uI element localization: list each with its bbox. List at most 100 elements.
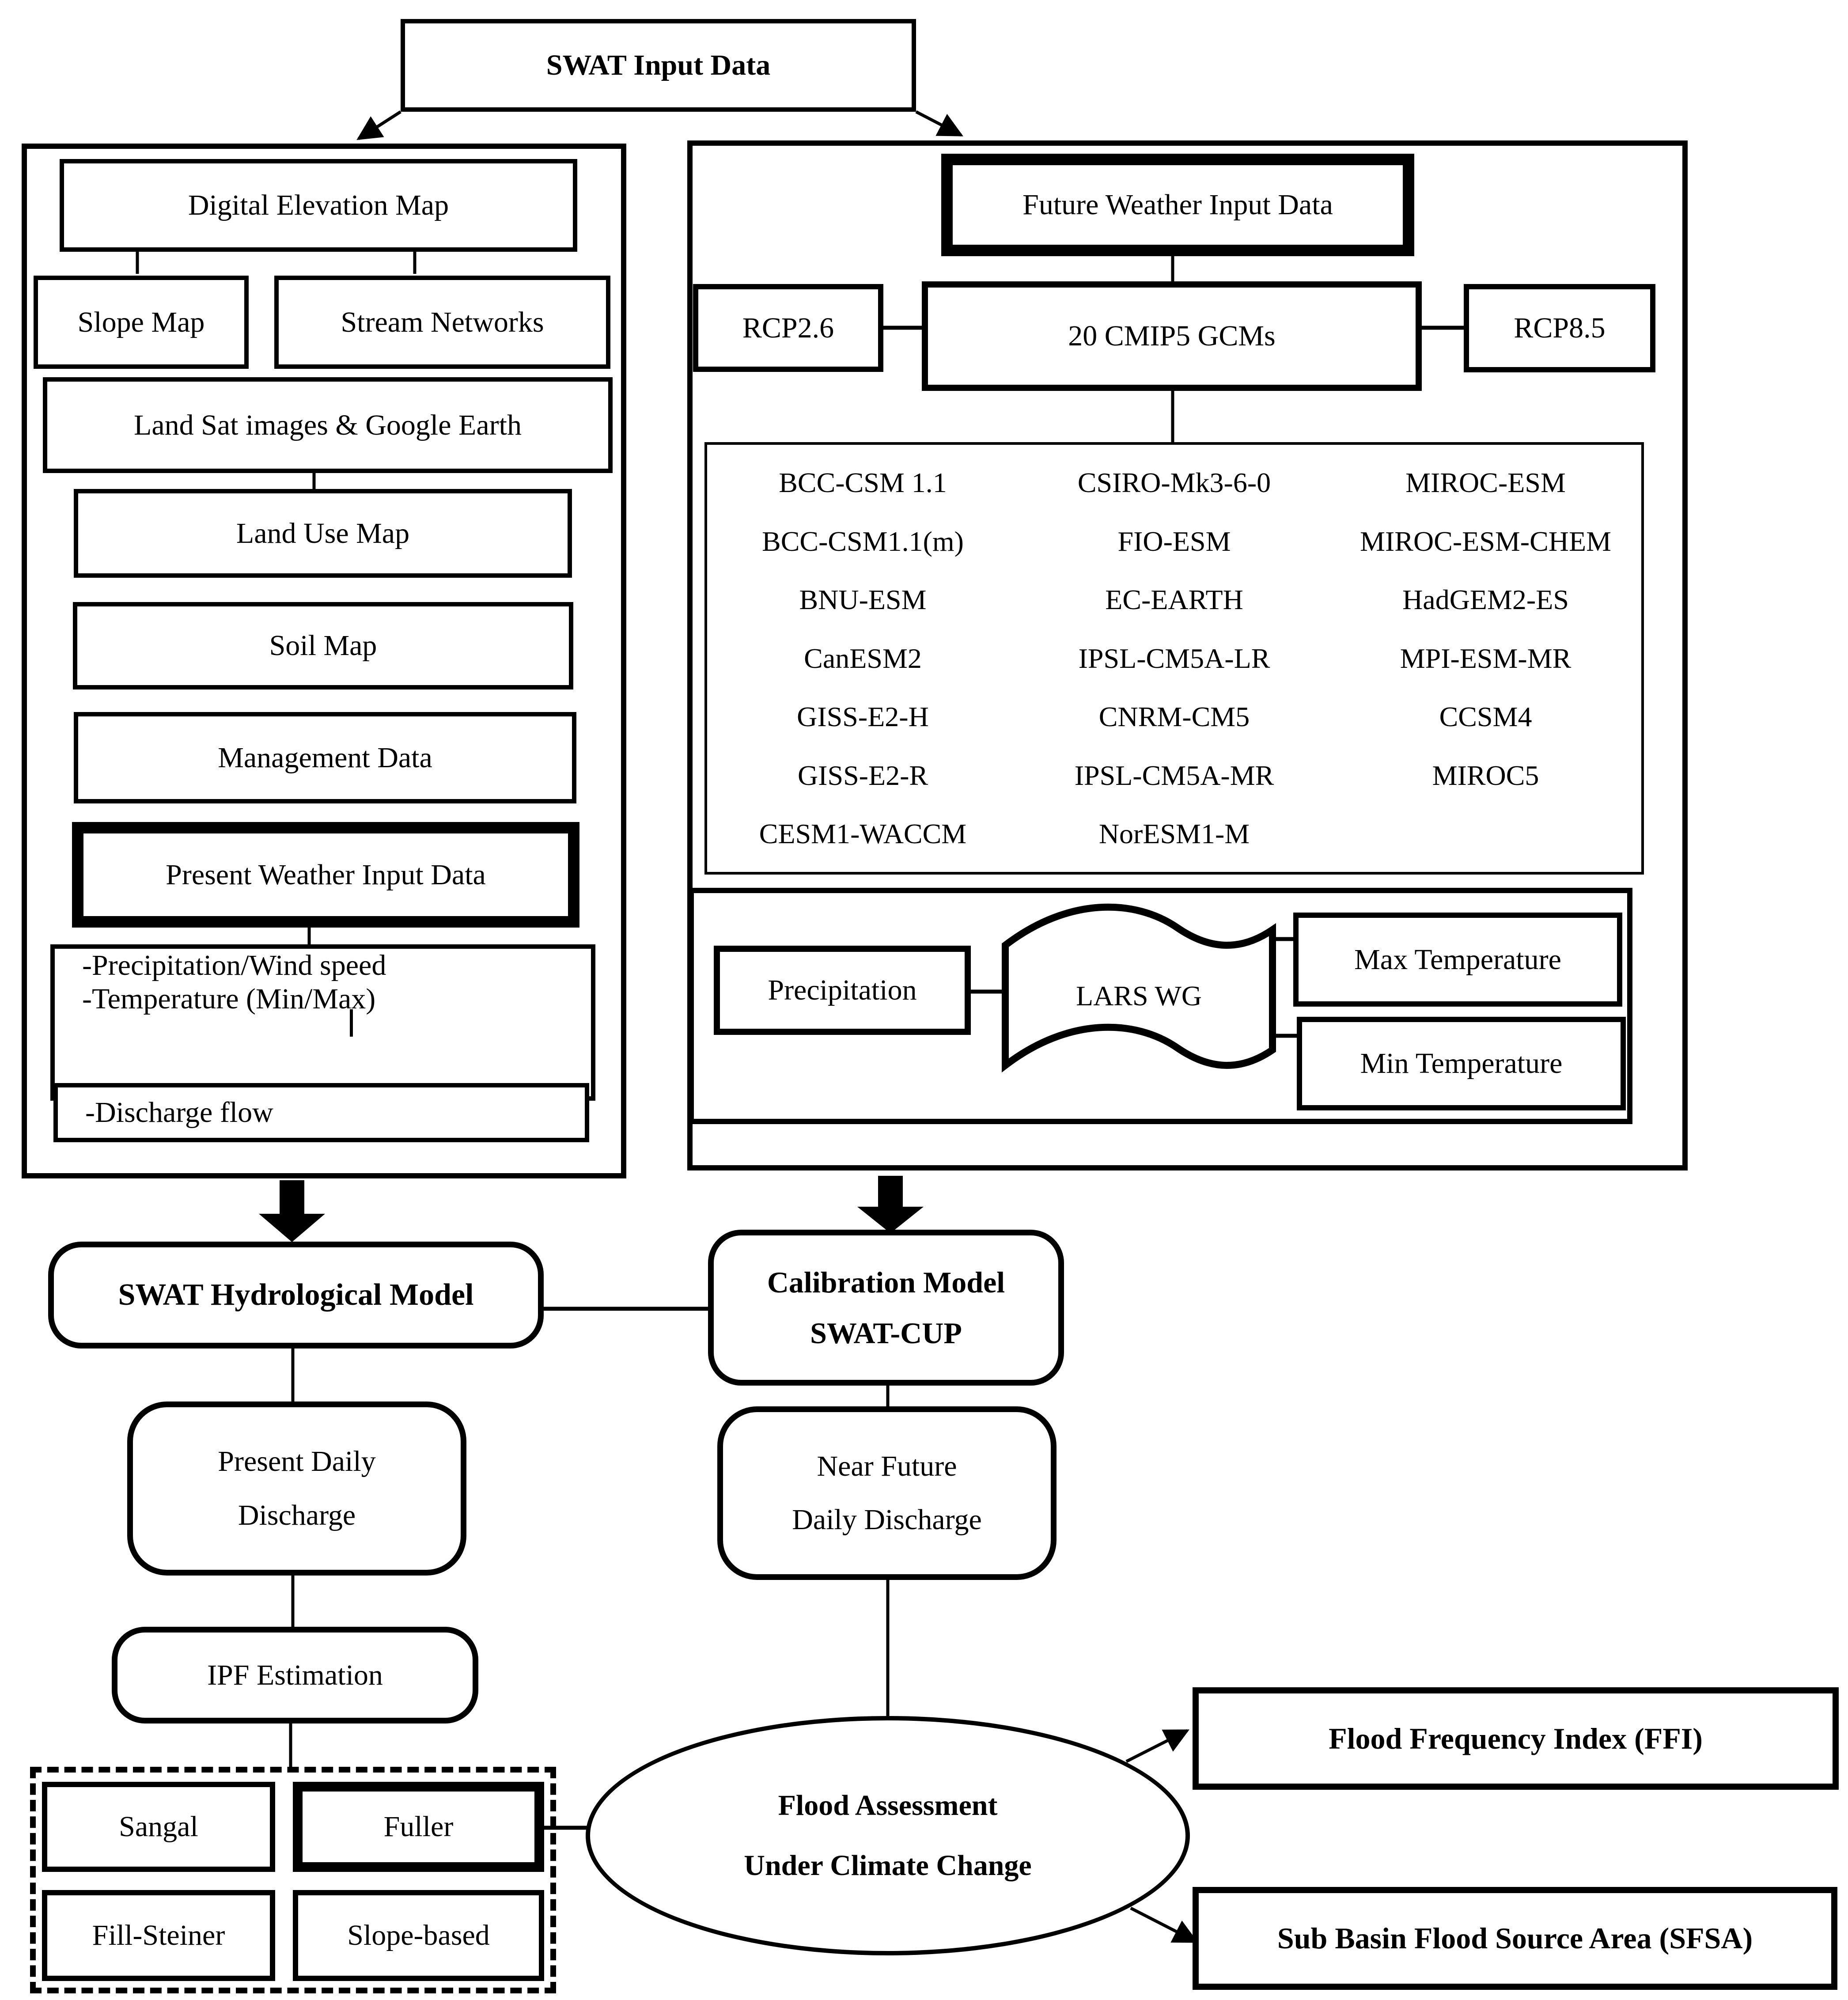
future-weather-box: Future Weather Input Data	[941, 154, 1414, 256]
gcm-item: BCC-CSM 1.1	[779, 467, 947, 499]
flood-assessment-ellipse: Flood Assessment Under Climate Change	[586, 1716, 1190, 1955]
fill-steiner-label: Fill-Steiner	[92, 1919, 225, 1952]
dem-label: Digital Elevation Map	[188, 189, 449, 222]
lars-section-container	[689, 888, 1632, 1124]
ipf-methods-container	[30, 1767, 556, 1993]
gcm-item: IPSL-CM5A-LR	[1078, 642, 1270, 674]
arrow-title-to-right-panel	[915, 110, 963, 137]
present-daily-label-line2: Discharge	[238, 1499, 356, 1531]
gcm-item: FIO-ESM	[1117, 525, 1231, 557]
near-future-discharge-box: Near Future Daily Discharge	[717, 1406, 1057, 1580]
land-use-label: Land Use Map	[236, 517, 410, 549]
stream-networks-box: Stream Networks	[274, 276, 610, 369]
land-use-box: Land Use Map	[74, 489, 572, 578]
landsat-label: Land Sat images & Google Earth	[134, 409, 522, 441]
gcm-item: BCC-CSM1.1(m)	[762, 525, 964, 557]
future-weather-label: Future Weather Input Data	[1022, 189, 1333, 221]
connector-wind-tick	[350, 1009, 353, 1037]
cmip-gcms-label: 20 CMIP5 GCMs	[1068, 320, 1276, 352]
slope-based-box: Slope-based	[293, 1890, 544, 1981]
lars-wg-flag-shape	[1002, 903, 1276, 1073]
block-arrow-right	[857, 1176, 924, 1233]
ffi-label: Flood Frequency Index (FFI)	[1329, 1721, 1703, 1755]
landsat-box: Land Sat images & Google Earth	[43, 377, 613, 473]
rcp26-box: RCP2.6	[693, 284, 883, 372]
gcm-item: MIROC5	[1432, 759, 1539, 791]
calibration-model-label-line1: Calibration Model	[767, 1265, 1005, 1299]
sfsa-label: Sub Basin Flood Source Area (SFSA)	[1277, 1921, 1753, 1955]
discharge-flow-label: -Discharge flow	[85, 1096, 273, 1129]
gcm-item: GISS-E2-H	[797, 701, 929, 733]
cmip-gcms-box: 20 CMIP5 GCMs	[922, 281, 1422, 391]
swat-hydrological-model-box: SWAT Hydrological Model	[48, 1242, 544, 1348]
flood-assessment-label-line2: Under Climate Change	[744, 1849, 1032, 1882]
gcm-list-box: BCC-CSM 1.1 CSIRO-Mk3-6-0 MIROC-ESM BCC-…	[704, 442, 1644, 875]
arrow-ellipse-to-sfsa	[1130, 1906, 1198, 1943]
lars-wg-label-wrap: LARS WG	[1014, 963, 1264, 1029]
weather-items-box: -Precipitation/Wind speed -Temperature (…	[50, 944, 595, 1101]
lars-wg-label: LARS WG	[1075, 980, 1202, 1011]
stream-networks-label: Stream Networks	[341, 306, 544, 338]
title-box-swat-input-data: SWAT Input Data	[401, 19, 916, 112]
sangal-box: Sangal	[42, 1782, 275, 1872]
max-temperature-label: Max Temperature	[1354, 943, 1561, 976]
gcm-item: GISS-E2-R	[797, 759, 928, 791]
gcm-item: CESM1-WACCM	[759, 818, 967, 849]
near-future-label-line1: Near Future	[817, 1450, 957, 1483]
near-future-label-line2: Daily Discharge	[792, 1504, 982, 1536]
present-weather-label: Present Weather Input Data	[166, 858, 486, 891]
gcm-item: MIROC-ESM-CHEM	[1360, 525, 1611, 557]
slope-map-box: Slope Map	[34, 276, 249, 369]
fill-steiner-box: Fill-Steiner	[42, 1890, 275, 1981]
calibration-model-label-line2: SWAT-CUP	[810, 1316, 962, 1350]
ipf-estimation-label: IPF Estimation	[207, 1659, 383, 1691]
min-temperature-box: Min Temperature	[1297, 1017, 1626, 1110]
rcp26-label: RCP2.6	[742, 311, 834, 344]
weather-item-precipitation-wind: -Precipitation/Wind speed	[82, 949, 386, 981]
swat-hydrological-model-label: SWAT Hydrological Model	[118, 1277, 474, 1312]
gcm-item: CCSM4	[1439, 701, 1532, 733]
gcm-item: NorESM1-M	[1098, 818, 1250, 849]
fuller-label: Fuller	[383, 1811, 454, 1843]
rcp85-box: RCP8.5	[1464, 284, 1655, 372]
flood-assessment-label-line1: Flood Assessment	[778, 1789, 998, 1822]
slope-map-label: Slope Map	[77, 306, 205, 338]
management-data-label: Management Data	[218, 741, 432, 774]
slope-based-label: Slope-based	[347, 1919, 490, 1952]
rcp85-label: RCP8.5	[1514, 312, 1606, 345]
management-data-box: Management Data	[74, 712, 576, 803]
max-temperature-box: Max Temperature	[1293, 913, 1622, 1007]
precipitation-label: Precipitation	[768, 974, 917, 1007]
soil-map-box: Soil Map	[73, 602, 573, 689]
gcm-item: BNU-ESM	[799, 584, 927, 616]
gcm-item: EC-EARTH	[1105, 584, 1243, 616]
present-weather-box: Present Weather Input Data	[72, 822, 579, 928]
title-label: SWAT Input Data	[546, 49, 771, 82]
gcm-grid: BCC-CSM 1.1 CSIRO-Mk3-6-0 MIROC-ESM BCC-…	[707, 454, 1641, 863]
arrow-title-to-left-panel	[356, 110, 401, 140]
sangal-label: Sangal	[119, 1811, 198, 1843]
gcm-item: MIROC-ESM	[1405, 467, 1566, 499]
ipf-estimation-box: IPF Estimation	[112, 1627, 478, 1723]
present-daily-label-line1: Present Daily	[218, 1445, 376, 1478]
sfsa-box: Sub Basin Flood Source Area (SFSA)	[1193, 1887, 1837, 1990]
discharge-flow-box: -Discharge flow	[53, 1083, 589, 1142]
dem-box: Digital Elevation Map	[60, 159, 577, 252]
weather-item-temperature: -Temperature (Min/Max)	[82, 982, 376, 1015]
precipitation-box: Precipitation	[714, 946, 971, 1035]
block-arrow-left	[259, 1180, 325, 1242]
present-daily-discharge-box: Present Daily Discharge	[127, 1402, 466, 1576]
gcm-item: CNRM-CM5	[1098, 701, 1250, 733]
soil-map-label: Soil Map	[269, 629, 377, 662]
ffi-box: Flood Frequency Index (FFI)	[1193, 1687, 1839, 1790]
arrow-ellipse-to-ffi	[1125, 1729, 1189, 1763]
gcm-item: MPI-ESM-MR	[1400, 642, 1572, 674]
gcm-item: IPSL-CM5A-MR	[1074, 759, 1274, 791]
gcm-item: CanESM2	[804, 642, 922, 674]
fuller-box: Fuller	[293, 1782, 544, 1872]
min-temperature-label: Min Temperature	[1360, 1047, 1563, 1080]
gcm-item: CSIRO-Mk3-6-0	[1077, 467, 1271, 499]
gcm-item: HadGEM2-ES	[1402, 584, 1569, 616]
